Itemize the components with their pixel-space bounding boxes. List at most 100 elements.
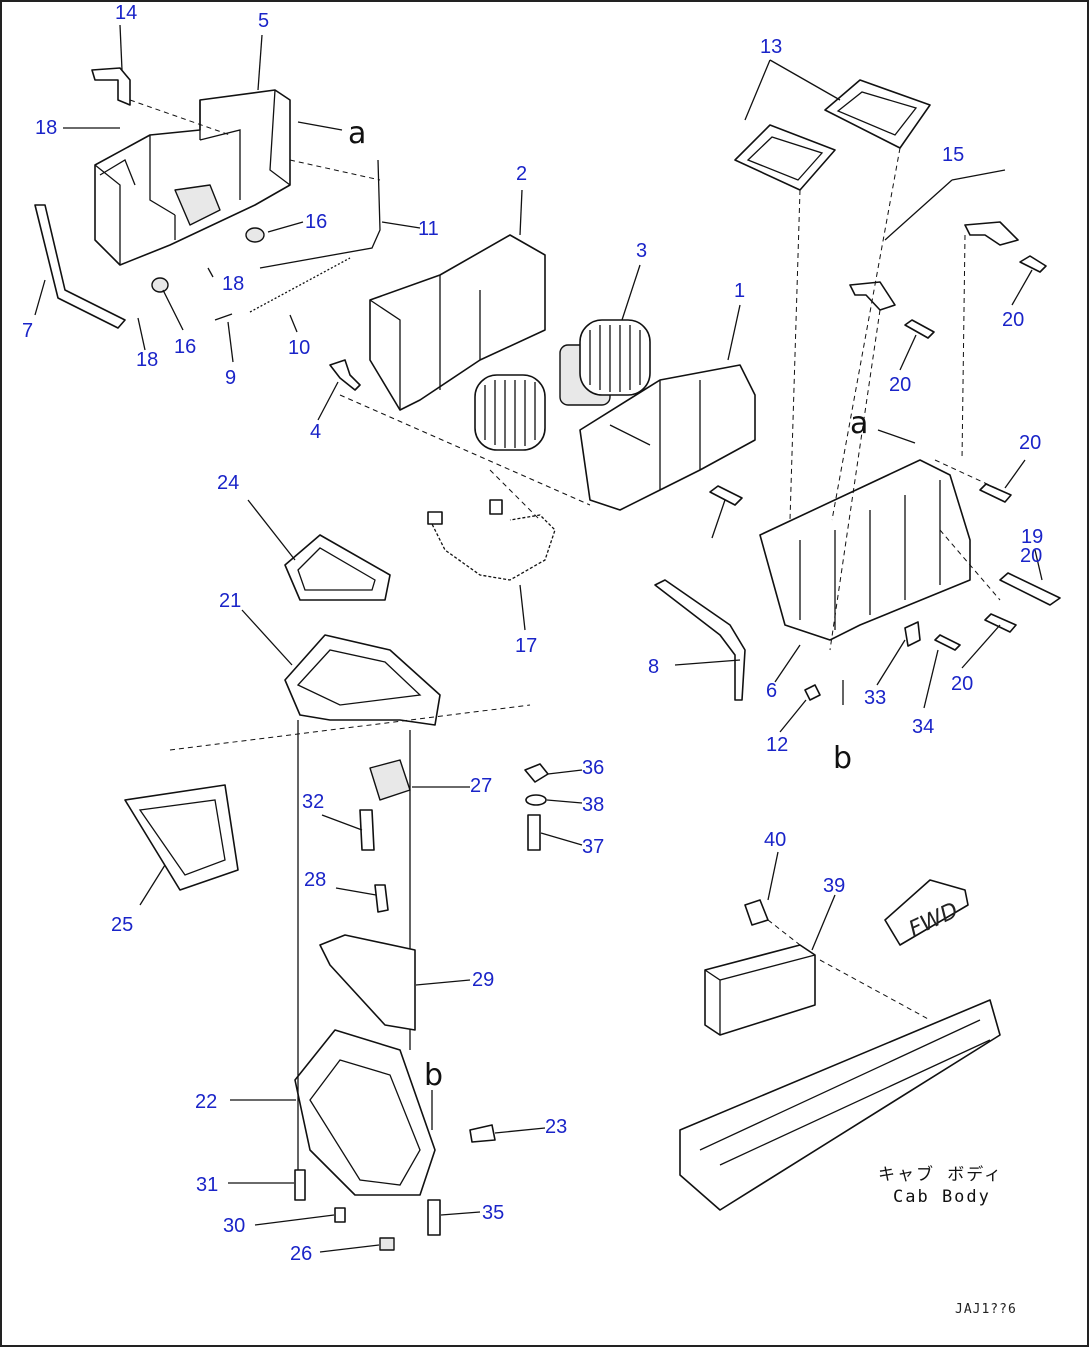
part-label-5: 5 (258, 10, 269, 32)
part-label-6: 6 (766, 680, 777, 702)
part-duct-24 (284, 534, 391, 601)
part-label-39: 39 (823, 875, 845, 897)
part-label-9: 9 (225, 367, 236, 389)
part-label-24: 24 (217, 472, 239, 494)
part-label-11: 11 (418, 218, 439, 240)
part-label-16a: 16 (305, 211, 327, 233)
part-fan-motor-3 (474, 319, 651, 451)
part-label-35: 35 (482, 1202, 504, 1224)
part-label-20a: 20 (1002, 309, 1024, 331)
part-link-29 (319, 934, 416, 1031)
ref-a-right: a (850, 406, 868, 441)
part-label-38: 38 (582, 794, 604, 816)
part-label-32: 32 (302, 791, 324, 813)
part-duct-25 (124, 784, 239, 891)
part-duct-22 (294, 1029, 436, 1196)
part-label-3: 3 (636, 240, 647, 262)
part-duct-21 (284, 634, 441, 726)
leader-lines (34, 24, 1043, 1253)
part-label-16b: 16 (174, 336, 196, 358)
part-label-18a: 18 (35, 117, 57, 139)
part-bolt-37 (527, 814, 541, 851)
part-nut-12 (804, 684, 821, 701)
part-label-7: 7 (22, 320, 33, 342)
ref-b-right: b (833, 741, 852, 776)
part-bolt-4 (329, 359, 361, 391)
part-label-21: 21 (219, 590, 241, 612)
part-clip-33 (904, 621, 921, 647)
part-bracket-14 (91, 67, 131, 106)
part-pin-28 (374, 884, 389, 913)
part-upper-case (94, 89, 291, 266)
part-label-29: 29 (472, 969, 494, 991)
part-nut-30 (334, 1207, 346, 1223)
drawing-code: JAJ1??6 (955, 1302, 1017, 1317)
part-label-14: 14 (115, 2, 137, 24)
part-label-36: 36 (582, 757, 604, 779)
part-damper-27 (369, 759, 411, 801)
fwd-arrow (884, 879, 969, 946)
part-washer-38 (525, 794, 547, 806)
part-connector-17a (427, 511, 443, 525)
part-label-13: 13 (760, 36, 782, 58)
part-nut-36 (524, 763, 549, 783)
assembly-lines (129, 99, 1001, 1021)
part-label-34: 34 (912, 716, 934, 738)
part-filter-39 (704, 944, 816, 1036)
part-label-2: 2 (516, 163, 527, 185)
part-gasket-13a (734, 124, 836, 191)
part-label-28: 28 (304, 869, 326, 891)
part-label-1: 1 (734, 280, 745, 302)
part-gasket-13b (824, 79, 931, 149)
part-harness-17 (429, 514, 556, 581)
part-label-30: 30 (223, 1215, 245, 1237)
part-bolt-32 (359, 809, 375, 851)
part-label-4: 4 (310, 421, 321, 443)
part-plate-8 (654, 579, 746, 701)
cab-body (679, 999, 1001, 1211)
part-clip-23 (469, 1124, 496, 1143)
part-grommet-16b (151, 277, 169, 293)
part-label-26: 26 (290, 1243, 312, 1265)
part-label-18b: 18 (222, 273, 244, 295)
part-label-17: 17 (515, 635, 537, 657)
part-label-20b: 20 (889, 374, 911, 396)
part-bracket-15b (964, 221, 1019, 246)
part-bolt-35 (427, 1199, 441, 1236)
ref-a-top: a (348, 116, 366, 151)
part-label-31: 31 (196, 1174, 218, 1196)
part-label-22: 22 (195, 1091, 217, 1113)
part-label-33: 33 (864, 687, 886, 709)
part-bolt-34 (934, 634, 961, 651)
part-clip-9 (214, 313, 233, 321)
part-label-37: 37 (582, 836, 604, 858)
part-grommet-26 (379, 1237, 395, 1251)
part-cable-11 (259, 159, 381, 269)
part-main-case-6 (759, 459, 971, 641)
part-label-23: 23 (545, 1116, 567, 1138)
part-bracket-15a (849, 281, 896, 311)
part-grommet-16a (245, 227, 265, 243)
part-label-15: 15 (942, 144, 964, 166)
part-connector-17b (489, 499, 503, 515)
cab-body-en: Cab Body (893, 1187, 991, 1207)
part-label-12: 12 (766, 734, 788, 756)
part-label-20c: 20 (1019, 432, 1041, 454)
part-label-19: 19 (1021, 526, 1043, 548)
part-rod-7 (34, 204, 126, 329)
ref-b-lower: b (424, 1058, 443, 1093)
part-bolt-40 (744, 899, 769, 926)
part-blower-case-2 (369, 234, 546, 411)
part-label-27: 27 (470, 775, 492, 797)
part-label-10: 10 (288, 337, 310, 359)
part-label-20d: 20 (1020, 545, 1042, 567)
part-blower-case-1 (579, 364, 756, 511)
part-screws-20 (709, 255, 1061, 633)
part-label-40: 40 (764, 829, 786, 851)
part-bolt-31 (294, 1169, 306, 1201)
part-label-20e: 20 (951, 673, 973, 695)
